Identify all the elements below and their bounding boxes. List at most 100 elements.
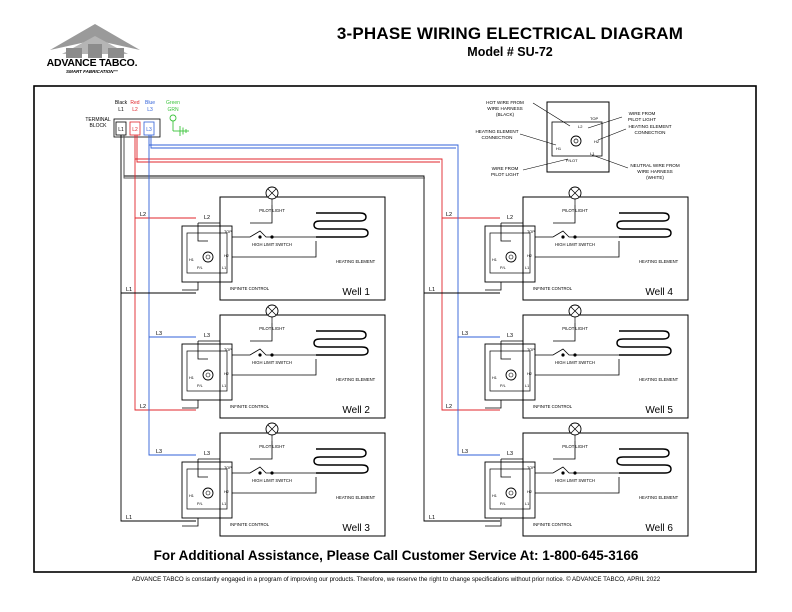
well-box — [522, 432, 689, 537]
terminal-code-grn: GRN — [167, 107, 179, 113]
control-h1-label: H1 — [492, 494, 497, 498]
infinite-control-label: INFINITE CONTROL — [533, 404, 573, 409]
legend-neutral-2: WIRE HARNESS — [637, 169, 672, 174]
control-knob-icon — [202, 251, 214, 263]
legend-l1: L1 — [590, 151, 595, 156]
control-h2-label: H2 — [527, 490, 532, 494]
terminal-color-red: Red — [130, 100, 139, 106]
high-limit-switch-label: HIGH LIMIT SWITCH — [252, 242, 292, 247]
well-line-label: L3 — [204, 333, 210, 339]
wire-label-well2-in: L3 — [156, 331, 162, 337]
high-limit-switch-label: HIGH LIMIT SWITCH — [252, 478, 292, 483]
well-line-label: L2 — [507, 215, 513, 221]
control-l1-label: L1 — [222, 266, 226, 270]
well-line-label: L2 — [204, 215, 210, 221]
heating-element-coil — [313, 448, 369, 474]
footer-note: ADVANCE TABCO is constantly engaged in a… — [131, 576, 661, 583]
wire-label-well6-return: L1 — [429, 515, 435, 521]
control-knob-icon — [505, 487, 517, 499]
control-h2-label: H2 — [527, 372, 532, 376]
terminal-block-label-2: BLOCK — [90, 123, 108, 129]
terminal-block-label-1: TERMINAL — [85, 117, 111, 123]
infinite-control-box — [181, 343, 233, 401]
control-pl-label: P/L — [500, 502, 506, 506]
heating-element-coil — [616, 330, 672, 356]
wire-label-well2-return: L2 — [140, 404, 146, 410]
terminal-code-l1: L1 — [118, 107, 124, 113]
heating-element-label: HEATING ELEMENT — [336, 495, 376, 500]
well-box — [522, 196, 689, 301]
well-name: Well 5 — [645, 405, 673, 416]
heating-element-label: HEATING ELEMENT — [639, 377, 679, 382]
model-number: Model # SU-72 — [467, 45, 553, 59]
assistance-line: For Additional Assistance, Please Call C… — [153, 548, 639, 563]
advance-tabco-logo — [50, 24, 140, 58]
terminal-color-green: Green — [166, 100, 180, 106]
pilot-light-icon — [265, 422, 279, 441]
well-box — [219, 314, 386, 419]
legend-h2: H2 — [594, 139, 600, 144]
control-knob-icon — [202, 369, 214, 381]
infinite-control-label: INFINITE CONTROL — [533, 286, 573, 291]
control-legend: TOP L2 H1 H2 L1 P/LOT HOT WIRE FROM WIRE… — [475, 100, 679, 180]
infinite-control-box — [484, 225, 536, 283]
control-pl-label: P/L — [197, 266, 203, 270]
brand-name: ADVANCE TABCO. — [46, 57, 138, 69]
control-pl-label: P/L — [197, 384, 203, 388]
well-name: Well 4 — [645, 287, 673, 298]
pilot-light-icon — [568, 304, 582, 323]
wire-label-well5-return: L2 — [446, 404, 452, 410]
well-box — [219, 432, 386, 537]
well-name: Well 3 — [342, 523, 370, 534]
legend-neutral-1: NEUTRAL WIRE FROM — [630, 163, 680, 168]
infinite-control-label: INFINITE CONTROL — [230, 522, 270, 527]
heating-element-coil — [616, 448, 672, 474]
terminal-block: L1 L2 L3 Black Red Blue Green L1 L2 L3 G… — [85, 100, 189, 138]
heating-element-label: HEATING ELEMENT — [336, 259, 376, 264]
wire-label-well3-in: L3 — [156, 449, 162, 455]
brand-tagline: SMART FABRICATION™ — [65, 69, 119, 74]
legend-pilot-right-2: PILOT LIGHT — [628, 117, 656, 122]
legend-hot-2: WIRE HARNESS — [487, 106, 522, 111]
heating-element-label: HEATING ELEMENT — [336, 377, 376, 382]
legend-hot-1: HOT WIRE FROM — [486, 100, 524, 105]
infinite-control-box — [181, 461, 233, 519]
control-h2-label: H2 — [224, 490, 229, 494]
heating-element-label: HEATING ELEMENT — [639, 495, 679, 500]
control-h1-label: H1 — [492, 258, 497, 262]
wire-label-well4-in: L2 — [446, 212, 452, 218]
control-top-label: TOP — [527, 348, 535, 352]
control-pl-label: P/L — [197, 502, 203, 506]
legend-h1: H1 — [556, 146, 562, 151]
control-h2-label: H2 — [527, 254, 532, 258]
legend-pilot-left-1: WIRE FROM — [492, 166, 519, 171]
well-line-label: L3 — [507, 451, 513, 457]
wire-label-well6-in: L3 — [462, 449, 468, 455]
terminal-code-l3: L3 — [147, 107, 153, 113]
control-top-label: TOP — [224, 348, 232, 352]
pilot-light-icon — [265, 304, 279, 323]
control-top-label: TOP — [527, 466, 535, 470]
control-knob-icon — [202, 487, 214, 499]
control-h1-label: H1 — [189, 376, 194, 380]
control-knob-icon — [505, 369, 517, 381]
control-h1-label: H1 — [189, 258, 194, 262]
control-l1-label: L1 — [222, 502, 226, 506]
pilot-light-icon — [568, 186, 582, 205]
control-top-label: TOP — [224, 230, 232, 234]
infinite-control-box — [484, 461, 536, 519]
wire-label-well5-in: L3 — [462, 331, 468, 337]
control-h1-label: H1 — [189, 494, 194, 498]
control-h1-label: H1 — [492, 376, 497, 380]
high-limit-switch-label: HIGH LIMIT SWITCH — [555, 242, 595, 247]
infinite-control-box — [181, 225, 233, 283]
well-box — [219, 196, 386, 301]
legend-pilot: P/LOT — [566, 158, 578, 163]
legend-heat-left-2: CONNECTION — [482, 135, 513, 140]
infinite-control-label: INFINITE CONTROL — [230, 404, 270, 409]
legend-hot-3: (BLACK) — [496, 112, 515, 117]
